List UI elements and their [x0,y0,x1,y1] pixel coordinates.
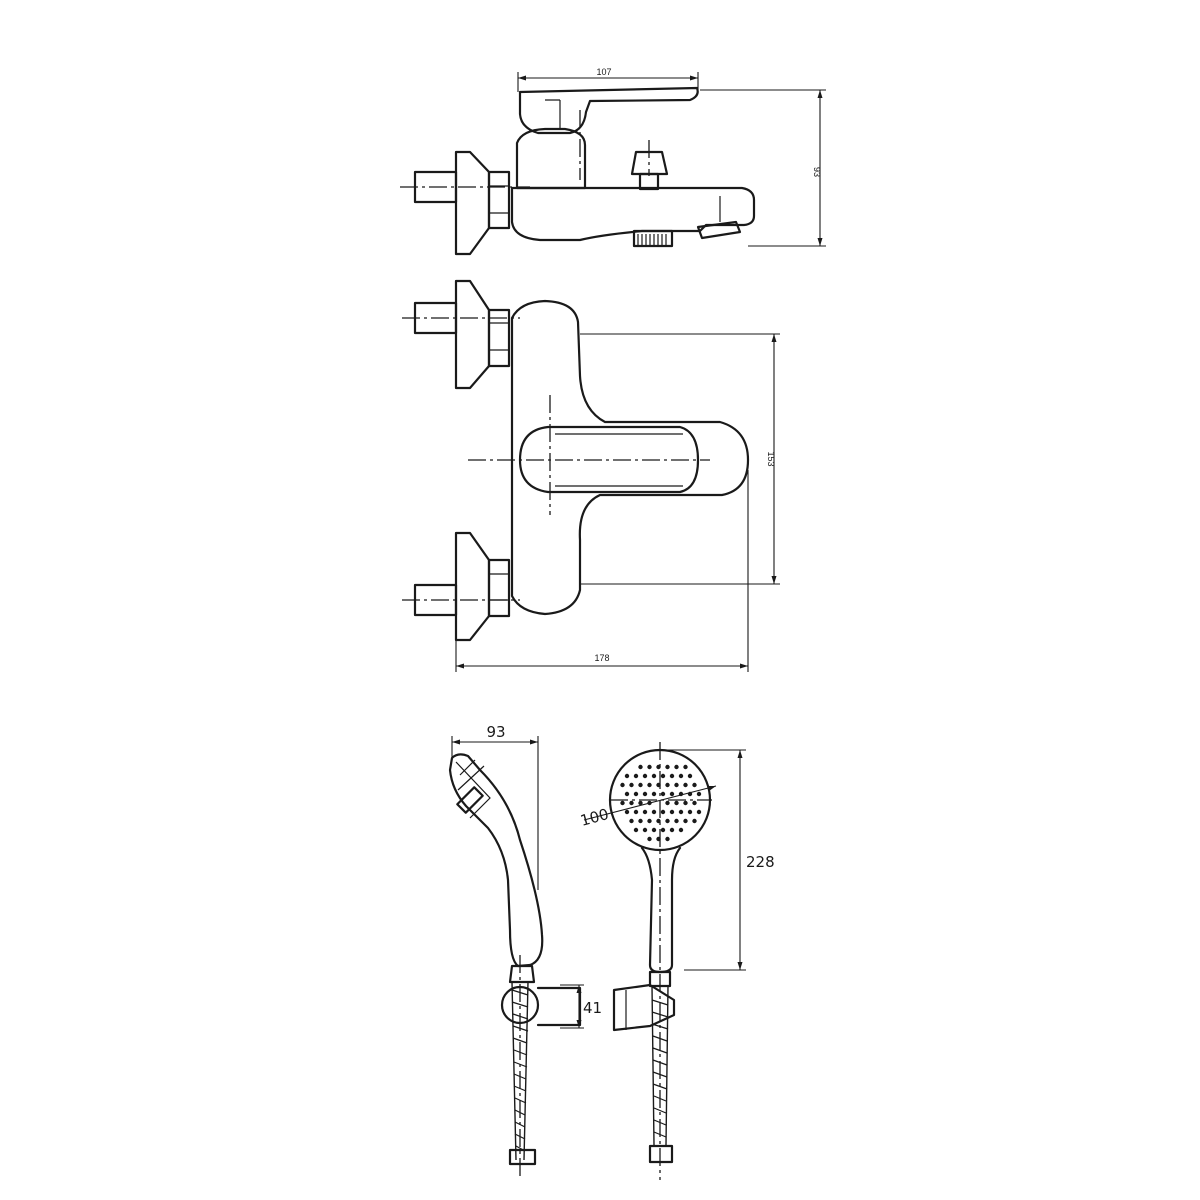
spray-nozzle [665,764,670,770]
spray-nozzle [674,764,679,770]
spray-nozzle [638,818,643,824]
spray-nozzle [642,791,648,797]
spray-nozzle [647,764,652,770]
spray-nozzle [642,809,648,815]
spray-nozzle [687,809,693,815]
spray-nozzle [669,773,675,779]
spray-face-nozzles [620,764,702,842]
dim-handshower-depth: 93 [451,723,539,890]
spray-nozzle [633,809,639,815]
dim-label-41: 41 [583,999,602,1017]
dim-label-107: 107 [596,67,611,77]
dim-mixer-depth: 153 [580,333,780,585]
spray-nozzle [633,791,639,797]
spray-nozzle [669,809,675,815]
spray-nozzle [660,827,666,833]
spray-nozzle [633,773,639,779]
spray-nozzle [638,782,643,788]
dim-mixer-height: 93 [700,89,826,247]
spray-nozzle [674,818,679,824]
spray-nozzle [660,791,666,797]
spray-nozzle [624,809,630,815]
spray-nozzle [633,827,639,833]
dim-handshower-length: 228 [662,749,775,971]
spray-nozzle [620,782,625,788]
spray-nozzle [624,773,630,779]
spray-nozzle [651,827,657,833]
spray-nozzle [678,827,684,833]
dim-label-153: 153 [766,451,776,466]
spray-nozzle [692,800,697,806]
spray-nozzle [651,809,657,815]
spray-nozzle [629,782,634,788]
spray-nozzle [629,818,634,824]
spray-nozzle [651,773,657,779]
dim-head-diameter: 100 [578,785,717,830]
dim-mixer-top-width: 107 [517,67,699,92]
spray-nozzle [642,773,648,779]
spray-nozzle [638,800,643,806]
mixer-front-view [400,86,756,256]
spray-nozzle [620,800,625,806]
spray-nozzle [683,818,688,824]
dim-label-100: 100 [578,805,610,830]
spray-nozzle [647,818,652,824]
spray-nozzle [674,782,679,788]
spray-nozzle [624,791,630,797]
spray-nozzle [665,800,670,806]
spray-nozzle [683,800,688,806]
spray-nozzle [696,809,702,815]
spray-nozzle [629,800,634,806]
dim-label-228: 228 [746,853,775,871]
dim-label-93-handshower: 93 [486,723,505,741]
spray-nozzle [683,782,688,788]
spray-nozzle [674,800,679,806]
dim-holder-height: 41 [560,984,602,1029]
dim-label-93-mixer: 93 [812,167,822,177]
spray-nozzle [696,791,702,797]
handshower-side-view [448,753,582,1180]
spray-nozzle [660,809,666,815]
spray-nozzle [642,827,648,833]
spray-nozzle [692,818,697,824]
spray-nozzle [669,791,675,797]
dim-label-178: 178 [594,653,609,663]
spray-nozzle [678,773,684,779]
spray-nozzle [665,818,670,824]
spray-nozzle [647,836,652,842]
spray-nozzle [683,764,688,770]
spray-nozzle [692,782,697,788]
spray-nozzle [665,782,670,788]
spray-nozzle [638,764,643,770]
spray-nozzle [651,791,657,797]
spray-nozzle [660,773,666,779]
spray-nozzle [678,809,684,815]
spray-nozzle [665,836,670,842]
dim-mixer-width: 178 [455,470,749,672]
spray-nozzle [647,782,652,788]
mixer-top-view [402,279,750,642]
spray-nozzle [687,773,693,779]
spray-nozzle [669,827,675,833]
handshower-front-view [608,742,712,1180]
